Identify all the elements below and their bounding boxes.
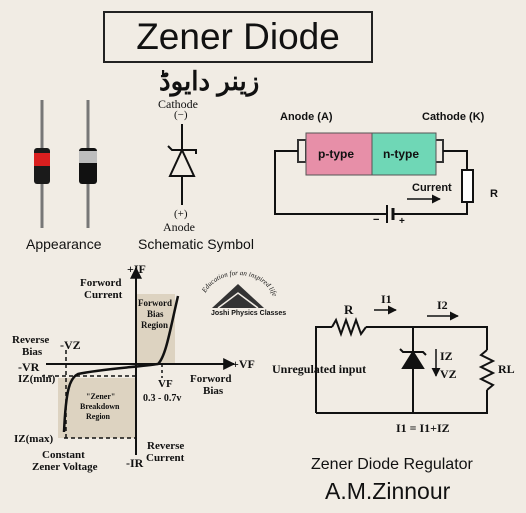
zener-symbol <box>167 124 197 205</box>
forward-current-l2: Current <box>84 289 123 301</box>
reverse-bias-l1: Reverse <box>12 334 50 346</box>
i1-label: I1 <box>381 292 392 306</box>
i2-label: I2 <box>437 298 448 312</box>
diode-appearance-black <box>79 100 97 228</box>
current-label: Current <box>412 182 452 194</box>
ir-label: -IR <box>126 456 144 470</box>
reverse-bias-l2: Bias <box>22 346 43 358</box>
author-credit: A.M.Zinnour <box>325 478 451 504</box>
current-equation: I1 = I1+IZ <box>396 421 450 435</box>
czv-l2: Zener Voltage <box>32 461 98 473</box>
zbr-l1: "Zener" <box>86 392 116 401</box>
anode-label: Anode <box>163 220 195 234</box>
appearance-label: Appearance <box>26 236 102 252</box>
schematic-symbol-label: Schematic Symbol <box>138 236 254 252</box>
vz-label: -VZ <box>60 338 81 352</box>
resistor-r-label: R <box>490 188 498 200</box>
battery-plus: + <box>399 216 405 227</box>
fbr-l2: Bias <box>147 309 164 319</box>
vf-range-label: 0.3 - 0.7v <box>143 393 182 404</box>
reg-r-label: R <box>344 302 354 317</box>
battery-minus: − <box>373 214 380 226</box>
diode-appearance-red <box>34 100 50 228</box>
vr-label: -VR <box>18 360 40 374</box>
regulator-caption: Zener Diode Regulator <box>311 456 473 473</box>
pn-circuit <box>274 132 474 223</box>
logo-name: Joshi Physics Classes <box>211 310 287 317</box>
fbr-l1: Forword <box>138 298 172 308</box>
logo: Education for an inspired life <box>200 269 279 309</box>
anode-sign: (+) <box>174 208 188 220</box>
forward-bias-l2: Bias <box>203 385 224 397</box>
vi-characteristic <box>42 266 236 455</box>
cathode-k-label: Cathode (K) <box>422 111 485 123</box>
iz-min-label: IZ(min) <box>18 373 56 385</box>
reverse-current-l2: Current <box>146 452 185 464</box>
p-type-label: p-type <box>318 147 354 161</box>
vf-label: VF <box>158 378 173 390</box>
cathode-sign: (−) <box>174 109 188 121</box>
zbr-l2: Breakdown <box>80 402 120 411</box>
title-box: Zener Diode <box>103 11 373 63</box>
forward-bias-l1: Forword <box>190 373 232 385</box>
page-title: Zener Diode <box>136 16 340 57</box>
cathode-label: Cathode <box>158 97 198 111</box>
fbr-l3: Region <box>141 320 168 330</box>
vf-axis-label: +VF <box>232 357 255 371</box>
n-type-label: n-type <box>383 147 419 161</box>
reg-vz-label: VZ <box>440 367 457 381</box>
anode-a-label: Anode (A) <box>280 111 333 123</box>
forward-current-l1: Forword <box>80 277 122 289</box>
urdu-subtitle: زینر دایوڈ <box>159 66 260 96</box>
iz-max-label: IZ(max) <box>14 433 54 445</box>
if-axis-label: +IF <box>127 262 146 276</box>
rl-label: RL <box>498 362 515 376</box>
reg-iz-label: IZ <box>440 349 453 363</box>
czv-l1: Constant <box>42 449 85 461</box>
zbr-l3: Region <box>86 412 110 421</box>
regulator-circuit <box>315 305 496 414</box>
unregulated-input-label: Unregulated input <box>272 362 367 376</box>
reverse-current-l1: Reverse <box>147 440 185 452</box>
